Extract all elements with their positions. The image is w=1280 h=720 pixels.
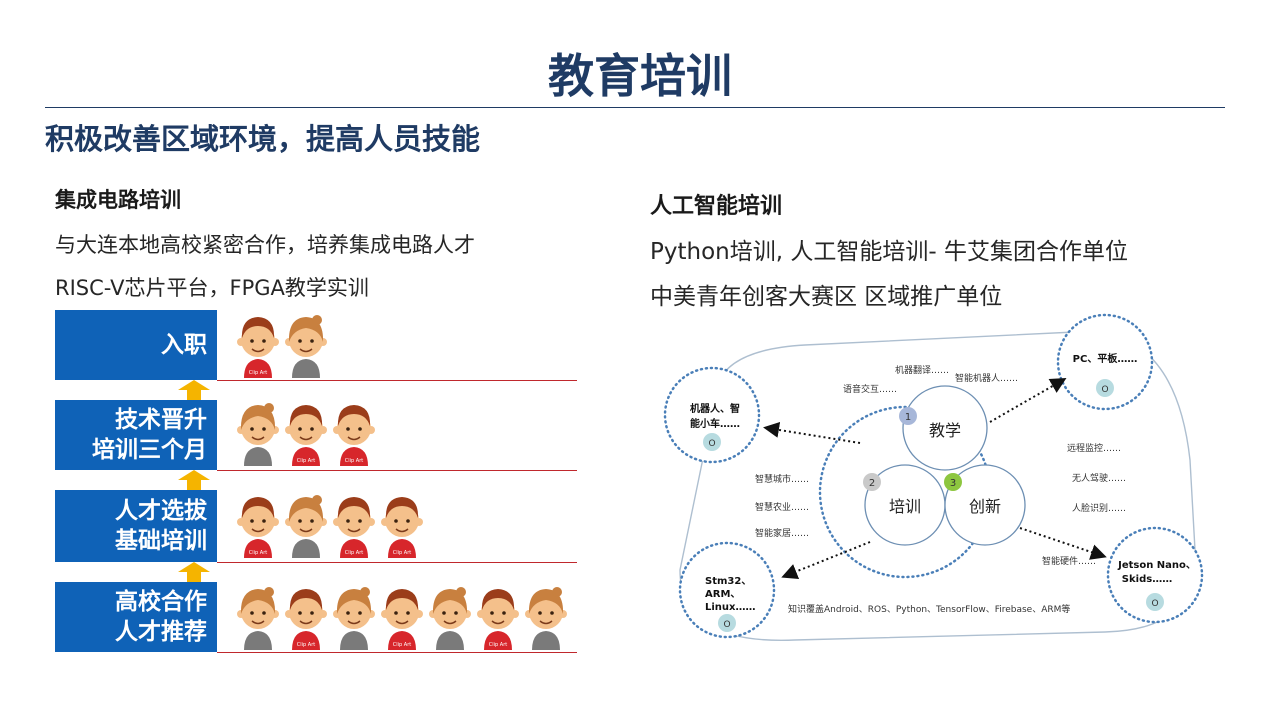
up-arrow-icon xyxy=(178,562,210,582)
arrow-to-embedded xyxy=(781,541,871,579)
node-badge-text: O xyxy=(1101,385,1108,395)
ai-section-line: 中美青年创客大赛区 区域推广单位 xyxy=(650,284,1003,310)
stage-box-selection: 人才选拔 基础培训 xyxy=(55,490,217,562)
node-circle-edge xyxy=(1106,526,1204,624)
stage-box-university: 高校合作 人才推荐 xyxy=(55,582,217,652)
svg-text:Clip Art: Clip Art xyxy=(393,642,412,648)
arrow-to-devices xyxy=(989,378,1067,423)
node-label: Jetson Nano、 xyxy=(1117,560,1196,571)
core-label-innovate: 创新 xyxy=(969,497,1001,516)
stage-baseline xyxy=(217,652,577,653)
page-title: 教育培训 xyxy=(548,49,732,103)
person-boy-icon: Clip Art xyxy=(332,492,376,558)
stage-label: 人才选拔 xyxy=(115,498,207,524)
stage-box-onboarding: 入职 xyxy=(55,310,217,380)
person-boy-icon: Clip Art xyxy=(332,400,376,466)
node-badge-text: O xyxy=(1151,599,1158,609)
arrow-to-robot xyxy=(763,422,861,444)
label-smart-home: 智能家居…… xyxy=(755,527,809,539)
node-badge-text: O xyxy=(708,439,715,449)
up-arrow-icon xyxy=(178,470,210,490)
node-badge xyxy=(703,433,721,451)
stage-label: 基础培训 xyxy=(115,528,207,554)
ic-section-line: RISC-V芯片平台，FPGA教学实训 xyxy=(55,276,369,300)
svg-text:Clip Art: Clip Art xyxy=(297,458,316,464)
stage-baseline xyxy=(217,470,577,471)
stage-baseline xyxy=(217,562,577,563)
node-circle-robot xyxy=(663,366,761,464)
node-circle-devices xyxy=(1056,313,1154,411)
node-circle-embedded xyxy=(678,541,776,639)
title-divider xyxy=(45,107,1225,108)
node-badge-text: O xyxy=(723,620,730,630)
node-label: Stm32、 xyxy=(705,576,751,587)
core-circle-innovate xyxy=(944,464,1026,546)
label-remote-monitoring: 远程监控…… xyxy=(1067,442,1121,454)
node-label: 机器人、智 xyxy=(690,402,740,415)
node-badge xyxy=(1096,379,1114,397)
stage-label: 高校合作 xyxy=(115,589,207,615)
svg-text:Clip Art: Clip Art xyxy=(249,550,268,556)
person-girl-icon xyxy=(284,492,328,558)
core-number: 3 xyxy=(950,478,956,489)
node-label: PC、平板…… xyxy=(1073,352,1138,365)
up-arrow-icon xyxy=(178,380,210,400)
node-badge xyxy=(718,614,736,632)
page-subtitle: 积极改善区域环境，提高人员技能 xyxy=(45,122,481,156)
node-label: 能小车…… xyxy=(690,417,740,430)
core-label-teach: 教学 xyxy=(929,421,961,440)
label-smart-hardware: 智能硬件…… xyxy=(1042,555,1096,567)
ai-section-heading: 人工智能培训 xyxy=(650,194,783,219)
ai-section-line: Python培训, 人工智能培训- 牛艾集团合作单位 xyxy=(650,239,1128,265)
person-boy-icon: Clip Art xyxy=(380,492,424,558)
stage-label: 人才推荐 xyxy=(115,619,207,645)
svg-text:Clip Art: Clip Art xyxy=(393,550,412,556)
svg-text:Clip Art: Clip Art xyxy=(345,550,364,556)
node-badge xyxy=(1146,593,1164,611)
person-girl-icon xyxy=(284,312,328,378)
node-label: ARM、 xyxy=(705,589,740,600)
node-label: Linux…… xyxy=(705,602,756,613)
svg-text:Clip Art: Clip Art xyxy=(249,370,268,376)
label-smart-robot: 智能机器人…… xyxy=(955,372,1018,384)
arrow-to-edge xyxy=(1019,527,1107,560)
person-boy-icon: Clip Art xyxy=(284,584,328,650)
person-boy-icon: Clip Art xyxy=(236,492,280,558)
core-number: 1 xyxy=(905,412,911,423)
svg-text:Clip Art: Clip Art xyxy=(345,458,364,464)
person-boy-icon: Clip Art xyxy=(284,400,328,466)
svg-text:Clip Art: Clip Art xyxy=(297,642,316,648)
label-voice-interaction: 语音交互…… xyxy=(843,383,897,395)
person-girl-icon xyxy=(332,584,376,650)
stage-label: 技术晋升 xyxy=(115,407,207,433)
person-girl-icon xyxy=(428,584,472,650)
stage-baseline xyxy=(217,380,577,381)
label-machine-translation: 机器翻译…… xyxy=(895,364,949,376)
stage-box-promotion: 技术晋升 培训三个月 xyxy=(55,400,217,470)
ai-training-diagram: 1 教学 2 培训 3 创新 PC、平板…… O 机器人、智 能小车…… O S… xyxy=(663,313,1204,642)
core-number: 2 xyxy=(869,478,875,489)
label-knowledge-coverage: 知识覆盖Android、ROS、Python、TensorFlow、Fireba… xyxy=(788,603,1070,615)
stage-label: 培训三个月 xyxy=(92,437,207,463)
label-face-recognition: 人脸识别…… xyxy=(1072,502,1126,514)
person-boy-icon: Clip Art xyxy=(236,312,280,378)
ic-section-line: 与大连本地高校紧密合作，培养集成电路人才 xyxy=(55,233,475,257)
core-badge xyxy=(899,407,917,425)
person-boy-icon: Clip Art xyxy=(476,584,520,650)
person-girl-icon xyxy=(524,584,568,650)
svg-text:Clip Art: Clip Art xyxy=(489,642,508,648)
core-badge xyxy=(944,473,962,491)
core-label-train: 培训 xyxy=(889,497,921,516)
core-circle-teach xyxy=(902,385,988,471)
person-girl-icon xyxy=(236,400,280,466)
stage-label: 入职 xyxy=(161,332,207,358)
person-boy-icon: Clip Art xyxy=(380,584,424,650)
ic-section-heading: 集成电路培训 xyxy=(55,188,181,212)
label-autonomous-driving: 无人驾驶…… xyxy=(1072,472,1126,484)
label-smart-agriculture: 智慧农业…… xyxy=(755,501,809,513)
person-girl-icon xyxy=(236,584,280,650)
core-badge xyxy=(863,473,881,491)
node-label: Skids…… xyxy=(1122,574,1172,585)
label-smart-city: 智慧城市…… xyxy=(755,473,809,485)
